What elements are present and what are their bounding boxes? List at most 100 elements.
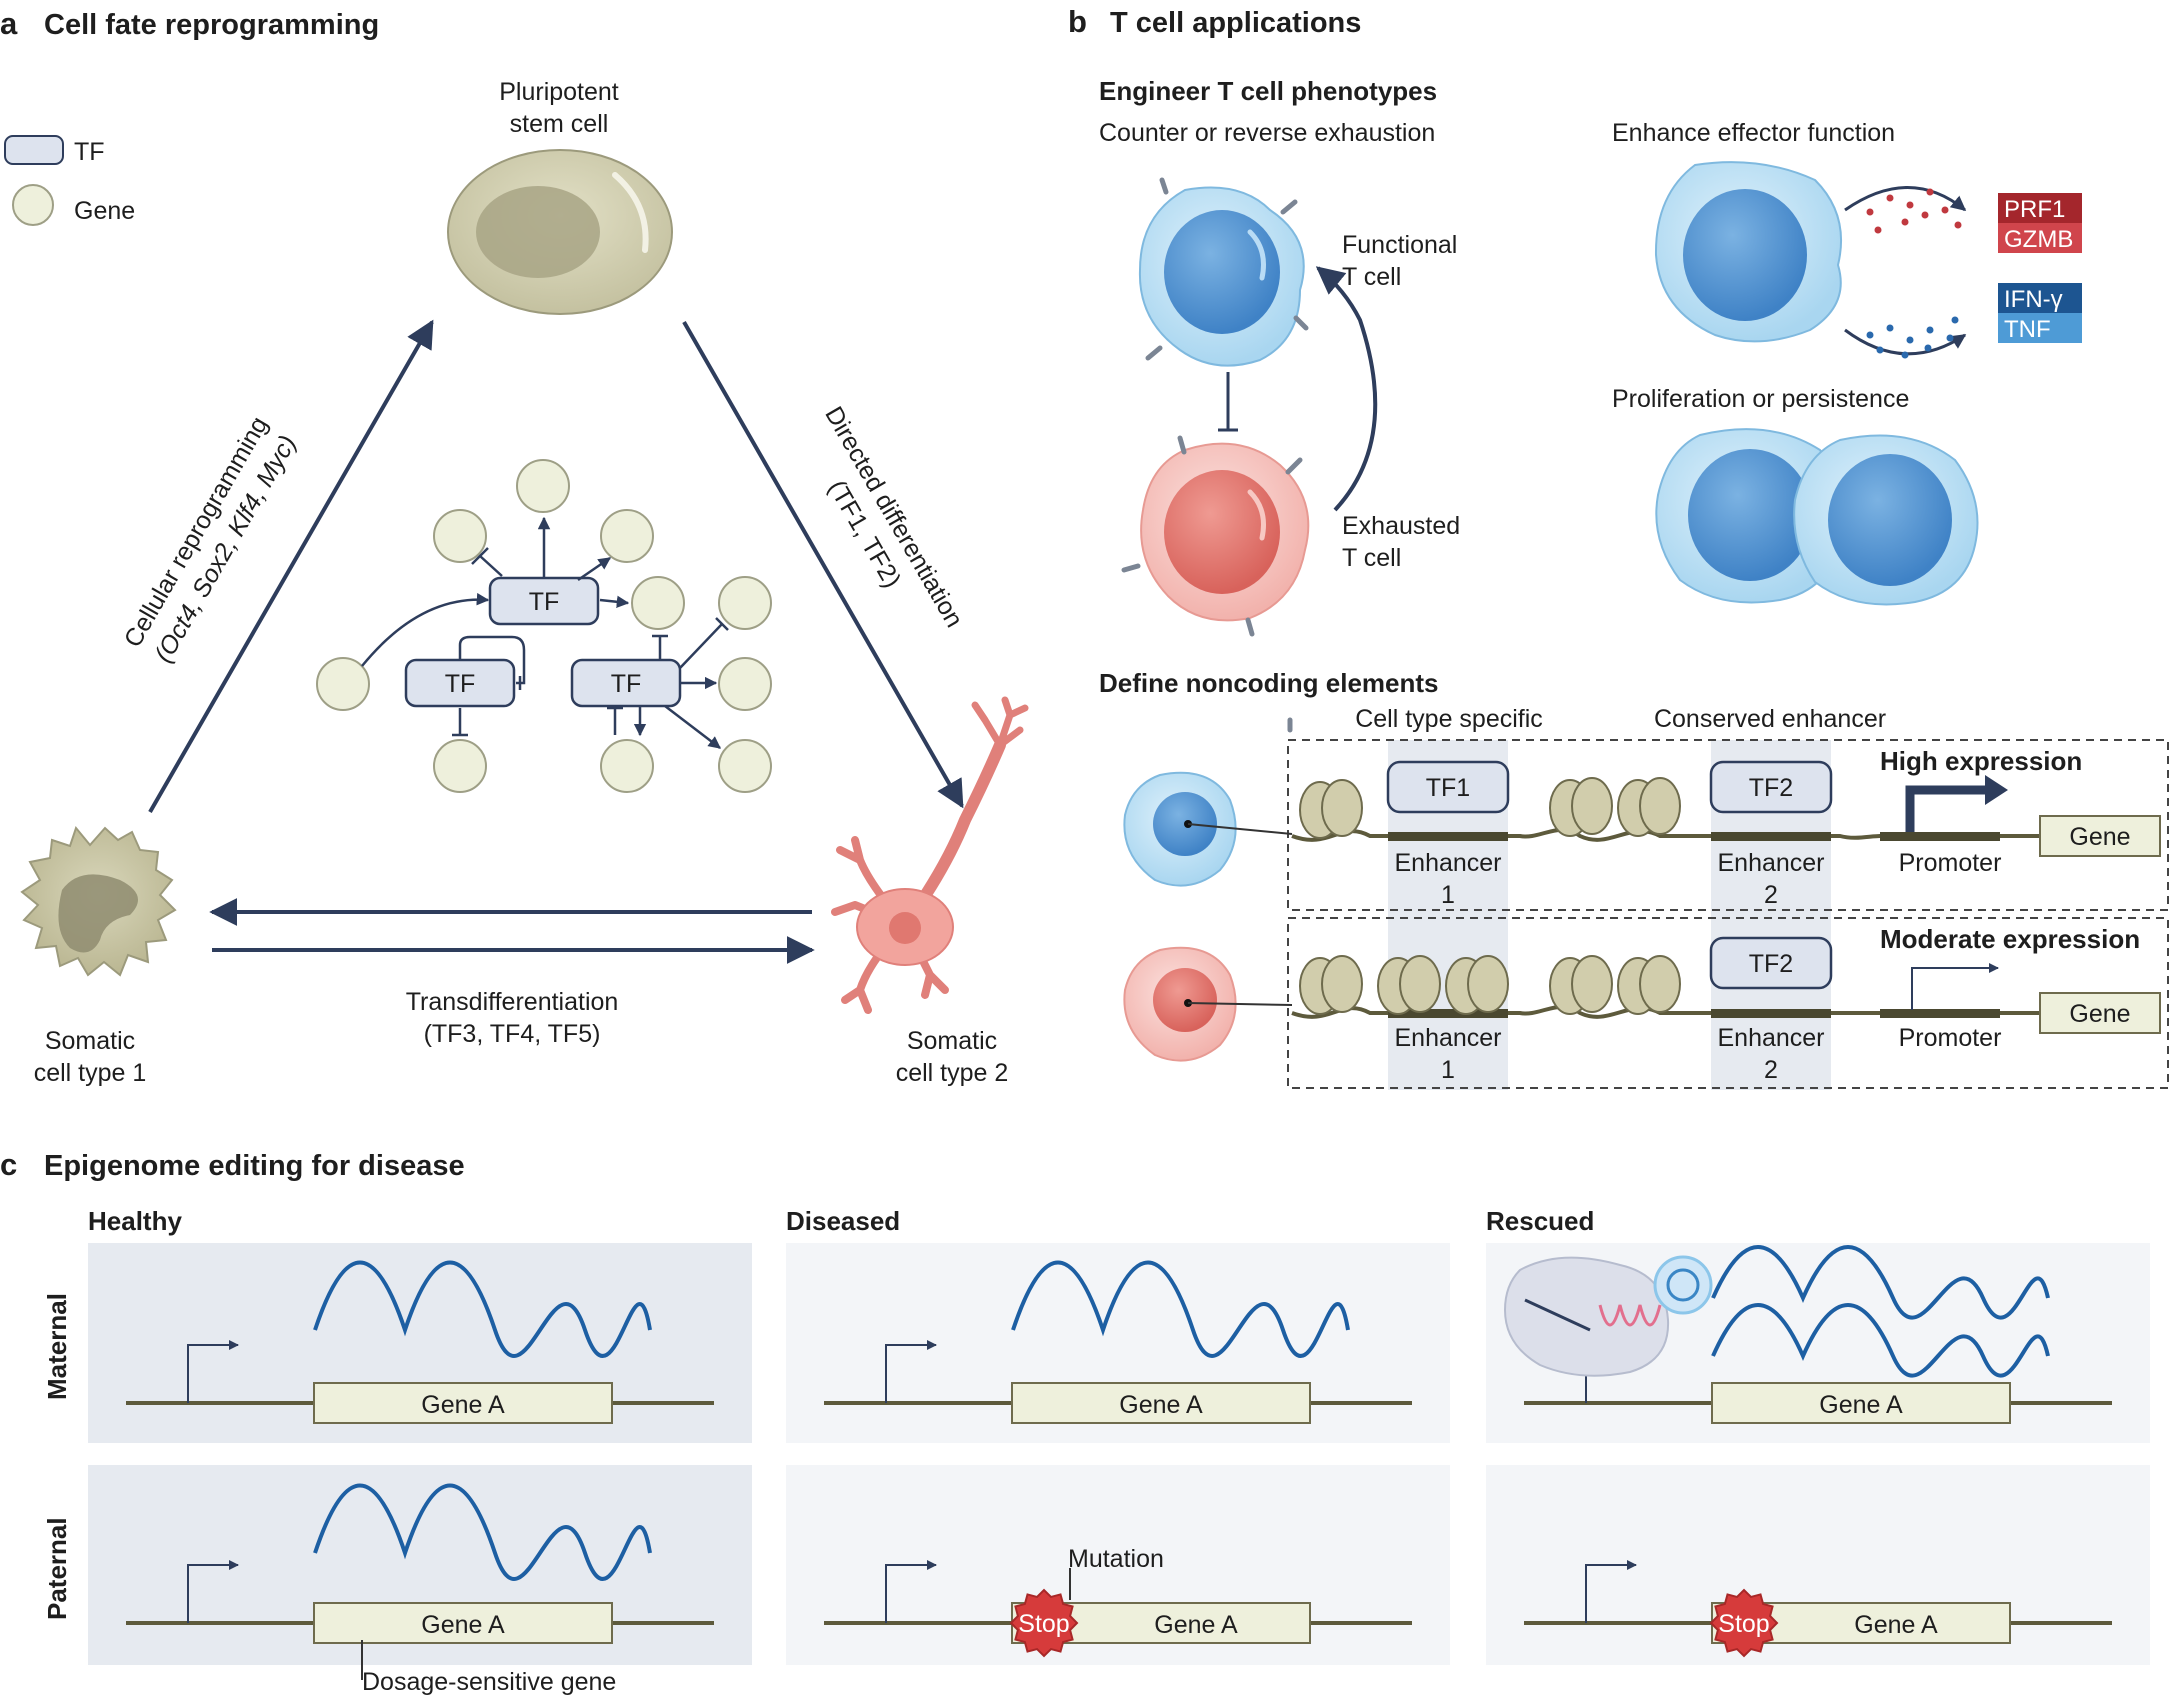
gene-a-label: Gene A [421, 1391, 505, 1419]
noncoding-blue-cell [1123, 771, 1293, 887]
tf2-box-high [1709, 760, 1833, 814]
enhancer2-label-high: Enhancer [1717, 849, 1824, 877]
moderate-expression-box [1287, 917, 2169, 1089]
panel-a-letter: a [0, 6, 18, 41]
enhancer2-num-high: 2 [1764, 881, 1778, 909]
gene-node [718, 657, 772, 711]
gene-node [600, 509, 654, 563]
legend-tf-label: TF [74, 138, 105, 166]
ifng-label: IFN-γ [2004, 286, 2063, 313]
panel-a: a Cell fate reprogramming TF Gene Plurip… [0, 6, 1029, 1087]
proliferation-label: Proliferation or persistence [1612, 385, 1909, 413]
t-cell-receptors [1121, 177, 1309, 733]
promoter-arrow [1585, 1560, 1637, 1623]
gzmb-label: GZMB [2004, 226, 2073, 253]
paternal-label: Paternal [42, 1517, 72, 1620]
enhancer1-num-high: 1 [1441, 881, 1455, 909]
cytotoxic-dots [1866, 188, 1962, 234]
high-expression-label: High expression [1880, 746, 2082, 776]
tf2-box-moderate [1709, 936, 1833, 990]
promoter-arrow [187, 1340, 239, 1403]
panel-b: b T cell applications Engineer T cell ph… [1068, 4, 2169, 1090]
stop-codon-icon [1009, 1588, 1079, 1658]
gene-node [433, 739, 487, 793]
tf-network: TF TF TF [316, 459, 772, 793]
noncoding-title: Define noncoding elements [1099, 668, 1439, 698]
stop-codon-icon [1709, 1588, 1779, 1658]
gzmb-badge [1998, 223, 2082, 253]
transdiff-label-1: Transdifferentiation [406, 988, 619, 1016]
promoter-label-moderate: Promoter [1899, 1024, 2002, 1052]
gene-node [631, 576, 685, 630]
gene-label-moderate: Gene [2069, 1000, 2130, 1028]
tf1-box [1386, 760, 1510, 814]
gene-node [600, 739, 654, 793]
somatic-cell-2-neuron: Somatic cell type 2 [831, 696, 1029, 1087]
gene-a-box [1711, 1382, 2011, 1424]
gene-a-box [313, 1602, 613, 1644]
panel-b-letter: b [1068, 4, 1087, 39]
somatic2-label-1: Somatic [907, 1027, 997, 1055]
tf-box-right-label: TF [611, 670, 642, 698]
somatic1-label-1: Somatic [45, 1027, 135, 1055]
pluripotent-stem-cell: Pluripotent stem cell [447, 78, 673, 315]
enhancer1-num-moderate: 1 [1441, 1056, 1455, 1084]
secretion-arrow-top [1844, 186, 1967, 212]
stop-label: Stop [1718, 1610, 1769, 1638]
panel-c-title: Epigenome editing for disease [44, 1150, 465, 1182]
arrow-to-functional [1315, 266, 1378, 512]
promoter-arrow-moderate [1911, 963, 1999, 1010]
secretion-arrow-bottom [1844, 328, 1967, 356]
gene-node [316, 657, 370, 711]
transcript-waves [313, 1245, 2050, 1581]
cell-type-specific-label: Cell type specific [1355, 705, 1543, 733]
counter-exhaustion-label: Counter or reverse exhaustion [1099, 119, 1435, 147]
enhancer2-num-moderate: 2 [1764, 1056, 1778, 1084]
promoter-arrow [187, 1560, 239, 1623]
gene-node [516, 459, 570, 513]
panel-a-title: Cell fate reprogramming [44, 9, 379, 41]
gene-node [433, 509, 487, 563]
promoter-arrow [885, 1340, 937, 1403]
healthy-label: Healthy [88, 1206, 182, 1236]
gene-node [718, 739, 772, 793]
diseased-label: Diseased [786, 1206, 900, 1236]
exhausted-label-2: T cell [1342, 544, 1401, 572]
reprogramming-label: Cellular reprogramming (Oct4, Sox2, Klf4… [119, 412, 302, 667]
prf1-label: PRF1 [2004, 196, 2065, 223]
legend-gene-swatch [12, 184, 54, 226]
panel-c: c Epigenome editing for disease Healthy … [0, 1147, 2150, 1696]
rescued-label: Rescued [1486, 1206, 1594, 1236]
effector-t-cell [1654, 161, 1842, 343]
exhausted-t-cell [1140, 442, 1310, 622]
conserved-enhancer-label: Conserved enhancer [1654, 705, 1886, 733]
moderate-expression-label: Moderate expression [1880, 924, 2140, 954]
gene-a-box [313, 1382, 613, 1424]
tf-box-top-label: TF [529, 588, 560, 616]
gene-a-label: Gene A [421, 1611, 505, 1639]
phenotypes-title: Engineer T cell phenotypes [1099, 76, 1437, 106]
promoter-label-high: Promoter [1899, 849, 2002, 877]
tf1-label: TF1 [1426, 774, 1470, 802]
pluripotent-label-1: Pluripotent [499, 78, 619, 106]
stop-label: Stop [1018, 1610, 1069, 1638]
promoter-arrow-high [1905, 785, 1990, 832]
legend-gene-label: Gene [74, 197, 135, 225]
high-expression-box [1287, 739, 2169, 911]
proliferating-t-cells [1655, 428, 1979, 606]
prf1-badge [1998, 193, 2082, 223]
enhance-effector-label: Enhance effector function [1612, 119, 1895, 147]
somatic1-label-2: cell type 1 [34, 1059, 147, 1087]
arrow-differentiation [682, 321, 964, 809]
somatic-cell-1: Somatic cell type 1 [20, 825, 177, 1087]
arrow-reprogramming [148, 319, 434, 813]
stem-cell-nucleus [476, 186, 600, 278]
epigenome-editor-icon [1503, 1255, 1713, 1377]
nucleosomes [1299, 777, 1681, 1015]
tf-box-left-label: TF [445, 670, 476, 698]
mutation-label: Mutation [1068, 1545, 1164, 1573]
enhancer1-label-high: Enhancer [1394, 849, 1501, 877]
differentiation-label: Directed differentiation (TF1, TF2) [819, 402, 968, 632]
gene-a-label: Gene A [1119, 1391, 1203, 1419]
